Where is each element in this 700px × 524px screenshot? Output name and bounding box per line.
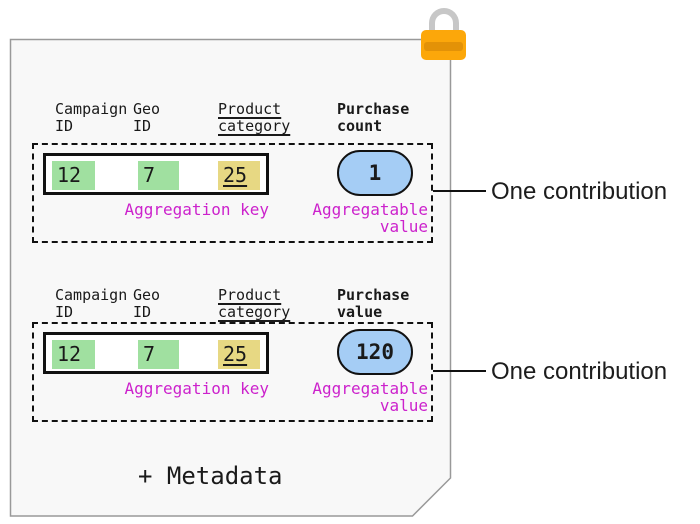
geo-id-value: 7	[143, 163, 156, 187]
aggregation-key-box: 12 7 25	[43, 153, 269, 195]
header-line: Purchase	[337, 286, 410, 304]
label-line: value	[379, 217, 428, 236]
campaign-id-cell: 12	[52, 161, 95, 190]
lock-shackle	[429, 8, 459, 36]
header-line: count	[337, 117, 383, 135]
callout-connector-line	[433, 190, 486, 192]
campaign-id-value: 12	[57, 342, 82, 366]
geo-id-cell: 7	[138, 161, 179, 190]
aggregatable-value-pill: 120	[337, 329, 413, 375]
label-line: Aggregatable	[312, 379, 428, 398]
header-line: Geo	[133, 100, 161, 118]
product-category-value: 25	[223, 163, 248, 187]
aggregation-key-label: Aggregation key	[124, 379, 270, 398]
callout-connector-line	[433, 370, 486, 372]
header-line: Product	[218, 286, 282, 304]
header-line: category	[218, 303, 291, 321]
header-line: category	[218, 117, 291, 135]
aggregation-key-box: 12 7 25	[43, 332, 269, 374]
callout-one-contribution: One contribution	[491, 178, 668, 205]
callout-one-contribution: One contribution	[491, 358, 668, 385]
aggregatable-value-pill: 1	[337, 150, 413, 196]
contribution-boundary: 12 7 25 Aggregation key 120 Aggregatable…	[32, 322, 433, 422]
campaign-id-cell: 12	[52, 340, 95, 369]
campaign-id-value: 12	[57, 163, 82, 187]
header-line: Campaign	[55, 286, 128, 304]
lock-body	[421, 30, 466, 60]
header-line: Geo	[133, 286, 161, 304]
header-line: value	[337, 303, 383, 321]
product-category-cell: 25	[218, 340, 260, 369]
product-category-cell: 25	[218, 161, 260, 190]
aggregation-key-label: Aggregation key	[124, 200, 270, 219]
header-line: ID	[55, 117, 74, 135]
header-line: Product	[218, 100, 282, 118]
label-line: Aggregatable	[312, 200, 428, 219]
lock-band	[424, 42, 463, 51]
geo-id-value: 7	[143, 342, 156, 366]
label-line: value	[379, 396, 428, 415]
geo-id-cell: 7	[138, 340, 179, 369]
header-line: ID	[55, 303, 74, 321]
lock-icon	[421, 8, 467, 62]
header-line: ID	[133, 117, 152, 135]
header-line: Purchase	[337, 100, 410, 118]
header-line: ID	[133, 303, 152, 321]
header-line: Campaign	[55, 100, 128, 118]
metadata-label: + Metadata	[138, 462, 283, 490]
product-category-value: 25	[223, 342, 248, 366]
